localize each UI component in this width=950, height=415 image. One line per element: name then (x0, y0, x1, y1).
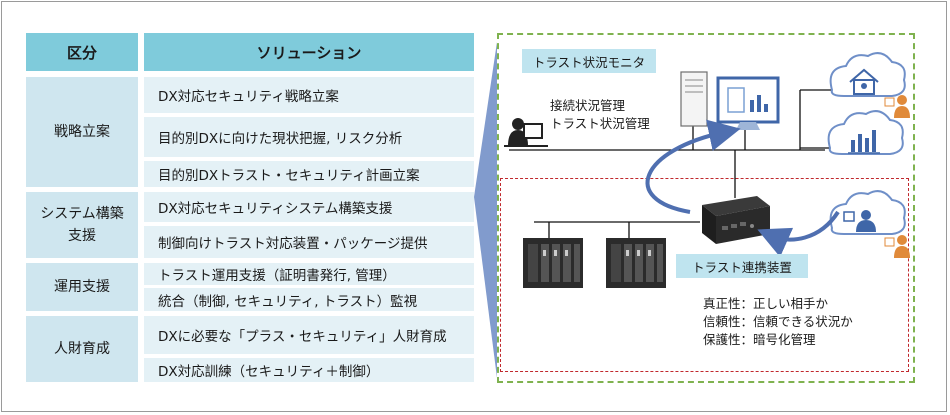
trust-device-icon (702, 196, 770, 244)
solution-item: DX対応セキュリティシステム構築支援 (144, 192, 474, 222)
category-talent: 人財育成 (26, 316, 138, 382)
plc-icon (606, 238, 666, 288)
solution-item: 制御向けトラスト対応装置・パッケージ提供 (144, 226, 474, 258)
category-operation: 運用支援 (26, 263, 138, 311)
solution-item: DX対応訓練（セキュリティ＋制御） (144, 358, 474, 382)
cloud-remote-user-icon (829, 190, 906, 235)
category-system-build: システム構築 支援 (26, 192, 138, 258)
diagram-panel (497, 33, 915, 383)
solution-item: DX対応セキュリティ戦略立案 (144, 77, 474, 113)
solution-item: 統合（制御, セキュリティ, トラスト）監視 (144, 288, 474, 311)
monitor-icon (716, 76, 780, 130)
person-icon (884, 95, 910, 118)
plc-icon (523, 238, 583, 288)
solution-item: DXに必要な「プラス・セキュリティ」人財育成 (144, 316, 474, 354)
trust-report-arrow (645, 119, 741, 214)
solution-item: 目的別DXに向けた現状把握, リスク分析 (144, 117, 474, 157)
server-icon (680, 71, 708, 127)
solution-item: トラスト運用支援（証明書発行, 管理） (144, 263, 474, 285)
monitor-desc-2: トラスト状況管理 (550, 116, 650, 131)
remote-verify-arrow (757, 210, 840, 258)
property-reliability: 信頼性：信頼できる状況か (703, 314, 853, 329)
monitor-desc-1: 接続状況管理 (550, 98, 626, 113)
property-authenticity: 真正性：正しい相手か (703, 296, 829, 311)
trust-device-label: トラスト連携装置 (676, 254, 808, 278)
trust-monitor-label: トラスト状況モニタ (522, 49, 656, 73)
person-icon (884, 235, 910, 258)
header-solution: ソリューション (144, 33, 474, 71)
operator-icon (504, 118, 548, 147)
solution-item: 目的別DXトラスト・セキュリティ計画立案 (144, 161, 474, 187)
plant-zone (500, 178, 909, 372)
cloud-home-icon (829, 52, 906, 97)
category-strategy: 戦略立案 (26, 77, 138, 187)
header-category: 区分 (26, 33, 138, 71)
cloud-chart-icon (827, 110, 904, 155)
property-protection: 保護性：暗号化管理 (703, 332, 816, 347)
